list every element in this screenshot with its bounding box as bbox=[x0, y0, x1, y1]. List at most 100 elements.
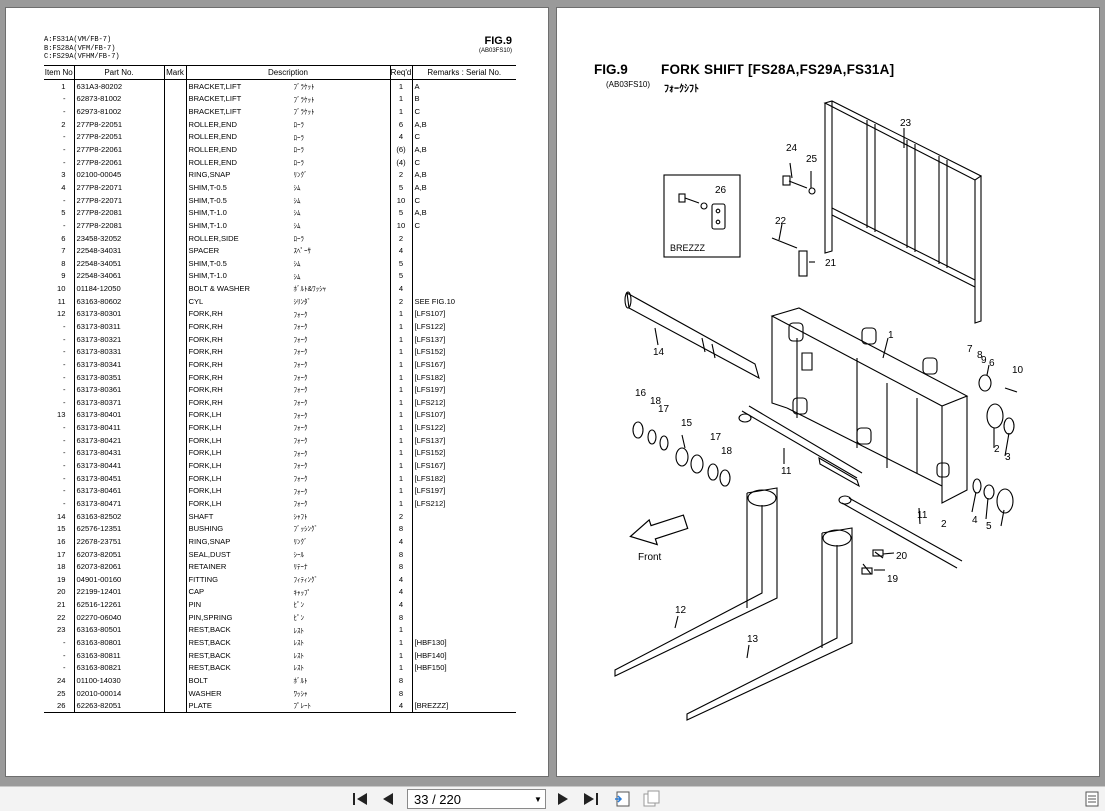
reqd: (4) bbox=[389, 155, 412, 169]
reqd: 1 bbox=[389, 320, 412, 333]
diagram-jp-title: ﾌｫｰｸｼﾌﾄ bbox=[664, 84, 699, 95]
description-en: SHIM,T-1.0 bbox=[188, 220, 227, 230]
part-no: 63173-80471 bbox=[73, 497, 164, 510]
last-page-icon bbox=[584, 793, 598, 805]
item-no: 12 bbox=[57, 309, 66, 319]
callout-2: 2 bbox=[994, 444, 1000, 455]
part-no: 63173-80451 bbox=[73, 471, 164, 485]
remarks: [HBF130] bbox=[411, 636, 516, 649]
prev-page-button[interactable] bbox=[379, 790, 397, 808]
reqd: 5 bbox=[389, 181, 412, 194]
remarks: C bbox=[411, 130, 516, 144]
description-en: ROLLER,SIDE bbox=[188, 233, 239, 243]
description-jp: ﾛｰﾗ bbox=[293, 134, 305, 142]
table-header: Item No Part No. Mark Description Req'd … bbox=[44, 65, 516, 80]
description-jp: ｼｬﾌﾄ bbox=[293, 513, 308, 521]
part-no: 62073-82051 bbox=[73, 547, 164, 561]
mark bbox=[163, 433, 186, 447]
reqd: 4 bbox=[389, 130, 412, 144]
mark bbox=[163, 320, 186, 333]
callout-20: 20 bbox=[896, 551, 908, 562]
mark bbox=[163, 396, 186, 409]
remarks: [LFS197] bbox=[411, 383, 516, 397]
fig-code: (AB03FS10) bbox=[478, 48, 512, 54]
sidebar-toggle-button[interactable] bbox=[1083, 790, 1101, 808]
remarks bbox=[411, 509, 516, 523]
description-en: FORK,RH bbox=[188, 309, 223, 319]
item-no: - bbox=[62, 650, 66, 660]
remarks: C bbox=[411, 193, 516, 207]
next-page-button[interactable] bbox=[554, 790, 572, 808]
diagram-fig-label: FIG.9 bbox=[594, 62, 628, 77]
item-no: 3 bbox=[61, 170, 66, 180]
item-no: - bbox=[62, 359, 66, 369]
remarks: [LFS197] bbox=[411, 484, 516, 498]
remarks bbox=[411, 231, 516, 245]
reqd: 1 bbox=[389, 408, 412, 422]
remarks bbox=[411, 547, 516, 561]
description-en: SHIM,T-1.0 bbox=[188, 271, 227, 281]
description-jp: ｼﾘﾝﾀﾞ bbox=[293, 298, 312, 306]
remarks: [LFS137] bbox=[411, 332, 516, 346]
mark bbox=[163, 206, 186, 220]
callout-11: 11 bbox=[781, 466, 792, 477]
reqd: 1 bbox=[389, 92, 412, 106]
description-en: PIN bbox=[188, 600, 202, 610]
dropdown-icon: ▼ bbox=[534, 794, 542, 804]
reqd: 5 bbox=[389, 206, 412, 220]
fit-page-button[interactable] bbox=[613, 790, 631, 808]
remarks: [LFS122] bbox=[411, 320, 516, 333]
remarks: C bbox=[411, 219, 516, 232]
part-no: 02010-00014 bbox=[73, 686, 164, 700]
description-en: FORK,RH bbox=[188, 359, 223, 369]
mark bbox=[163, 244, 186, 257]
reqd: 5 bbox=[389, 269, 412, 283]
remarks bbox=[411, 560, 516, 573]
fig-label: FIG.9 bbox=[484, 35, 512, 47]
reqd: 1 bbox=[389, 446, 412, 460]
item-no: 5 bbox=[61, 208, 66, 218]
description-jp: ﾌﾟﾚｰﾄ bbox=[293, 703, 312, 711]
first-page-button[interactable] bbox=[351, 790, 369, 808]
callout-17: 17 bbox=[710, 432, 722, 443]
reqd: (6) bbox=[389, 143, 412, 156]
item-no: - bbox=[62, 498, 66, 508]
col-mark: Mark bbox=[163, 65, 186, 80]
part-no: 63173-80361 bbox=[73, 383, 164, 397]
part-no: 63173-80461 bbox=[73, 484, 164, 498]
description-en: SPACER bbox=[188, 246, 220, 256]
description-jp: ﾚｽﾄ bbox=[293, 652, 305, 660]
description-jp: ﾌﾞﾗｹｯﾄ bbox=[293, 109, 315, 117]
description-en: FORK,RH bbox=[188, 372, 223, 382]
mark bbox=[163, 193, 186, 207]
item-no: - bbox=[62, 638, 66, 647]
reqd: 2 bbox=[389, 294, 412, 308]
item-no: - bbox=[62, 132, 66, 142]
last-page-button[interactable] bbox=[582, 790, 600, 808]
mark bbox=[163, 408, 186, 422]
page-selector[interactable]: 33 / 220 ▼ bbox=[407, 789, 546, 809]
inset-label: BREZZZ bbox=[670, 243, 705, 253]
description-en: WASHER bbox=[188, 688, 222, 698]
item-no: 18 bbox=[57, 562, 66, 572]
item-no: - bbox=[62, 486, 66, 496]
remarks bbox=[411, 623, 516, 637]
fit-width-button[interactable] bbox=[642, 790, 660, 808]
item-no: 15 bbox=[57, 524, 66, 534]
